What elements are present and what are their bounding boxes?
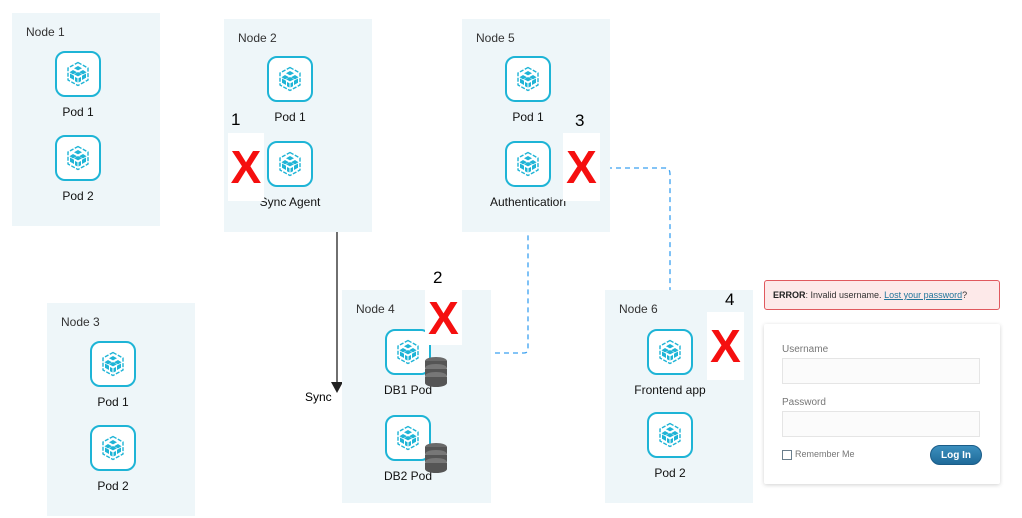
failure-x-mark-1: X: [228, 133, 264, 201]
log-in-button[interactable]: Log In: [930, 445, 982, 465]
node-title: Node 3: [61, 315, 100, 329]
database-icon: [424, 357, 448, 387]
sync-arrowhead: [331, 382, 343, 393]
pod[interactable]: Pod 2: [85, 425, 141, 493]
password-input[interactable]: [782, 411, 980, 437]
pod-label: Pod 2: [97, 479, 129, 493]
pod-icon: [505, 141, 551, 187]
lost-password-link[interactable]: Lost your password: [884, 290, 963, 300]
remember-me-label: Remember Me: [795, 449, 855, 459]
pod-label: Frontend app: [634, 383, 706, 397]
sync-label: Sync: [305, 390, 332, 404]
pod-label: Pod 1: [62, 105, 94, 119]
login-error-message: ERROR: Invalid username. Lost your passw…: [764, 280, 1000, 310]
failure-x-mark-4: X: [707, 312, 744, 380]
pod-icon: [90, 341, 136, 387]
node-title: Node 6: [619, 302, 658, 316]
pod-label: Authentication: [489, 195, 567, 209]
pod-label: DB2 Pod: [383, 469, 433, 483]
username-input[interactable]: [782, 358, 980, 384]
db-to-auth-connector: [432, 205, 529, 354]
pod-label: Sync Agent: [259, 195, 321, 209]
error-text: : Invalid username.: [805, 290, 885, 300]
pod[interactable]: Pod 2: [50, 135, 106, 203]
pod[interactable]: Pod 2: [642, 412, 698, 480]
pod[interactable]: Pod 1: [85, 341, 141, 409]
pod-icon: [505, 56, 551, 102]
database-icon: [424, 443, 448, 473]
error-suffix: ?: [962, 290, 968, 300]
failure-number-1: 1: [231, 110, 241, 129]
pod-label: Pod 2: [62, 189, 94, 203]
pod-label: DB1 Pod: [383, 383, 433, 397]
username-label: Username: [782, 344, 829, 355]
node-title: Node 5: [476, 31, 515, 45]
login-form: Username Password Remember Me Log In: [764, 324, 1000, 484]
node-1-panel: Node 1 Pod 1 Pod 2: [12, 13, 160, 226]
node-title: Node 1: [26, 25, 65, 39]
pod-label: Pod 1: [274, 110, 306, 124]
node-3-panel: Node 3 Pod 1 Pod 2: [47, 303, 195, 516]
pod-icon: [55, 51, 101, 97]
failure-number-2: 2: [433, 268, 443, 287]
password-label: Password: [782, 397, 826, 408]
pod-icon: [385, 329, 431, 375]
pod-label: Pod 2: [654, 466, 686, 480]
node-title: Node 2: [238, 31, 277, 45]
frontend-app-pod[interactable]: Frontend app: [634, 329, 706, 397]
pod-label: Pod 1: [97, 395, 129, 409]
pod-icon: [385, 415, 431, 461]
pod-label: Pod 1: [512, 110, 544, 124]
remember-me-checkbox[interactable]: [782, 450, 792, 460]
db2-pod[interactable]: DB2 Pod: [380, 415, 436, 483]
error-prefix: ERROR: [773, 290, 806, 300]
node-title: Node 4: [356, 302, 395, 316]
pod[interactable]: Pod 1: [262, 56, 318, 124]
pod-icon: [647, 412, 693, 458]
sync-agent-pod[interactable]: Sync Agent: [260, 141, 320, 209]
pod-icon: [90, 425, 136, 471]
auth-to-frontend-connector: [553, 167, 671, 318]
db1-pod[interactable]: DB1 Pod: [380, 329, 436, 397]
pod[interactable]: Pod 1: [50, 51, 106, 119]
node-4-panel: Node 4 DB1 Pod DB2 Pod: [342, 290, 491, 503]
failure-x-mark-2: X: [425, 290, 462, 345]
node-2-panel: Node 2 Pod 1 Sync Agent: [224, 19, 372, 232]
pod-icon: [647, 329, 693, 375]
failure-number-3: 3: [575, 111, 585, 130]
pod-icon: [55, 135, 101, 181]
pod[interactable]: Pod 1: [500, 56, 556, 124]
failure-number-4: 4: [725, 290, 735, 309]
authentication-pod[interactable]: Authentication: [490, 141, 566, 209]
failure-x-mark-3: X: [563, 133, 600, 201]
pod-icon: [267, 141, 313, 187]
pod-icon: [267, 56, 313, 102]
